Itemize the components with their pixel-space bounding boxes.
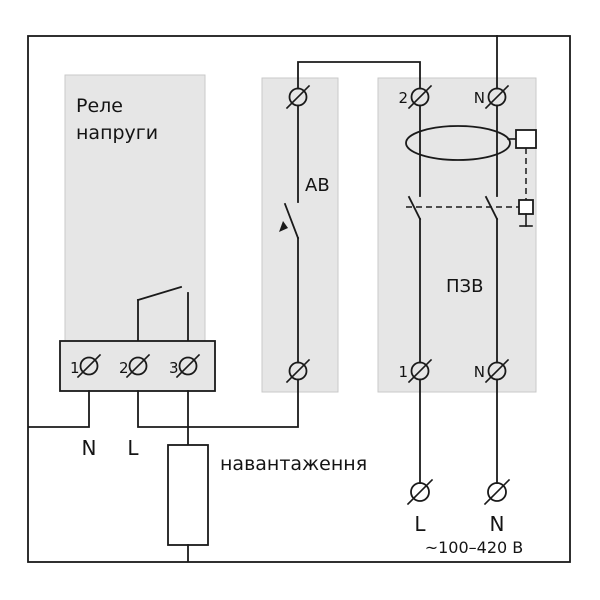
screw-slash — [285, 84, 311, 110]
mains-line-label: L — [414, 512, 426, 536]
screw-slash — [125, 353, 151, 379]
mains-voltage-label: ~100–420 В — [425, 538, 524, 557]
relay-terminal-label-3: 3 — [169, 359, 179, 377]
rcd-bottom-terminal-label-l: 1 — [398, 363, 408, 381]
voltage-relay-body — [64, 74, 206, 342]
test-button — [515, 129, 537, 149]
wire-breaker-to-relay — [137, 378, 299, 428]
mains-line-screw — [410, 482, 430, 502]
screw-slash — [484, 84, 510, 110]
rcd-label: ПЗВ — [446, 276, 483, 297]
mains-neutral-label: N — [490, 512, 505, 536]
relay-contact-lever — [136, 285, 183, 302]
relay-terminal-screw-1 — [79, 356, 99, 376]
load-label: навантаження — [220, 453, 367, 475]
test-resistor — [518, 199, 534, 215]
wire-neutral-to-relay — [28, 390, 90, 428]
screw-slash — [406, 478, 434, 506]
wire-breaker-to-rcd-top — [297, 61, 421, 90]
screw-slash — [76, 353, 102, 379]
relay-terminal-label-1: 1 — [70, 359, 80, 377]
relay-terminal-screw-3 — [178, 356, 198, 376]
relay-terminal-label-2: 2 — [119, 359, 129, 377]
screw-slash — [407, 358, 433, 384]
breaker-switch-lever — [283, 202, 300, 240]
screw-slash — [483, 478, 511, 506]
rcd-body — [377, 77, 537, 393]
screw-slash — [175, 353, 201, 379]
relay-terminal-screw-2 — [128, 356, 148, 376]
feed-neutral-label: N — [82, 436, 97, 460]
enclosure-outline — [27, 35, 571, 563]
rcd-top-terminal-label-n: N — [474, 89, 485, 107]
load-box — [167, 444, 209, 546]
circuit-breaker-body — [261, 77, 339, 393]
rcd-pole-n-lever — [484, 195, 499, 221]
voltage-relay-title-line2: напруги — [76, 122, 158, 144]
rcd-pole-l-lever — [407, 195, 422, 221]
breaker-trip-arrow-icon — [279, 221, 288, 232]
feed-line-label: L — [127, 436, 139, 460]
rcd-top-terminal-label-l: 2 — [398, 89, 408, 107]
voltage-relay-title-line1: Реле — [76, 95, 123, 117]
screw-slash — [484, 358, 510, 384]
mains-neutral-screw — [487, 482, 507, 502]
screw-slash — [285, 358, 311, 384]
rcd-bottom-terminal-label-n: N — [474, 363, 485, 381]
screw-slash — [407, 84, 433, 110]
differential-transformer — [405, 125, 511, 161]
circuit-breaker-label: АВ — [305, 175, 330, 196]
